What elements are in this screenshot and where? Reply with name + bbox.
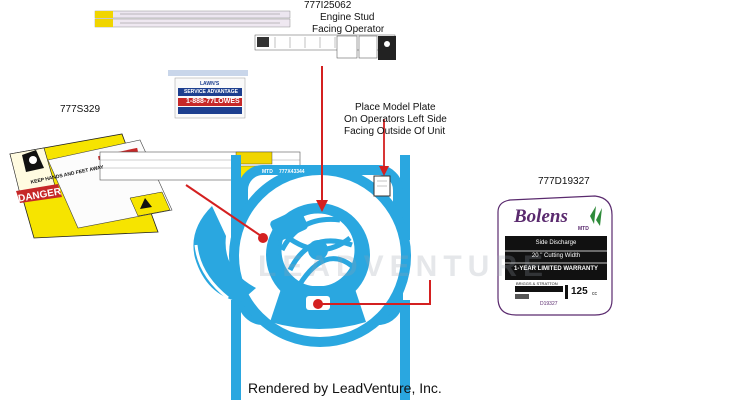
- service-brand: LAWN'S: [200, 81, 220, 87]
- bolens-line2: 20 " Cutting Width: [531, 253, 581, 259]
- bolens-line3: 1-YEAR LIMITED WARRANTY: [514, 266, 598, 272]
- right-part-number: 777D19327: [538, 176, 590, 187]
- bolens-engine-unit: cc: [592, 291, 597, 297]
- watermark: LEADVENTURE: [258, 250, 550, 283]
- bolens-decal[interactable]: [497, 195, 613, 316]
- danger-decal-group[interactable]: [9, 133, 173, 239]
- bolens-code: D19327: [540, 301, 558, 307]
- engine-callout-line1: Engine Stud: [320, 12, 375, 23]
- bolens-line1: Side Discharge: [535, 240, 577, 246]
- model-plate-line3: Facing Outside Of Unit: [344, 126, 446, 137]
- mower-deck[interactable]: [193, 155, 411, 400]
- engine-callout-line2: Facing Operator: [312, 24, 385, 35]
- service-title: SERVICE ADVANTAGE: [184, 89, 238, 95]
- long-decal-code: 777X43344: [279, 169, 305, 175]
- left-part-number: 777S329: [60, 104, 101, 115]
- footer-credit: Rendered by LeadVenture, Inc.: [248, 380, 442, 396]
- long-decal-brand: MTD: [262, 169, 273, 175]
- top-part-number: 777I25062: [304, 0, 352, 11]
- bolens-brand: Bolens: [514, 206, 568, 227]
- bolens-engine-brand: BRIGGS & STRATTON: [516, 281, 558, 286]
- callout-arrows: [185, 66, 431, 309]
- model-plate-line1: Place Model Plate: [355, 102, 436, 113]
- model-plate-line2: On Operators Left Side: [344, 114, 447, 125]
- service-advantage-decal[interactable]: [168, 70, 248, 119]
- engine-control-decal[interactable]: [254, 34, 396, 60]
- bolens-sub-brand: MTD: [578, 226, 589, 232]
- top-decal-strip[interactable]: [94, 10, 291, 28]
- engine[interactable]: [266, 203, 370, 329]
- bolens-engine-size: 125: [571, 286, 588, 297]
- service-phone: 1-888-77LOWES: [186, 98, 240, 105]
